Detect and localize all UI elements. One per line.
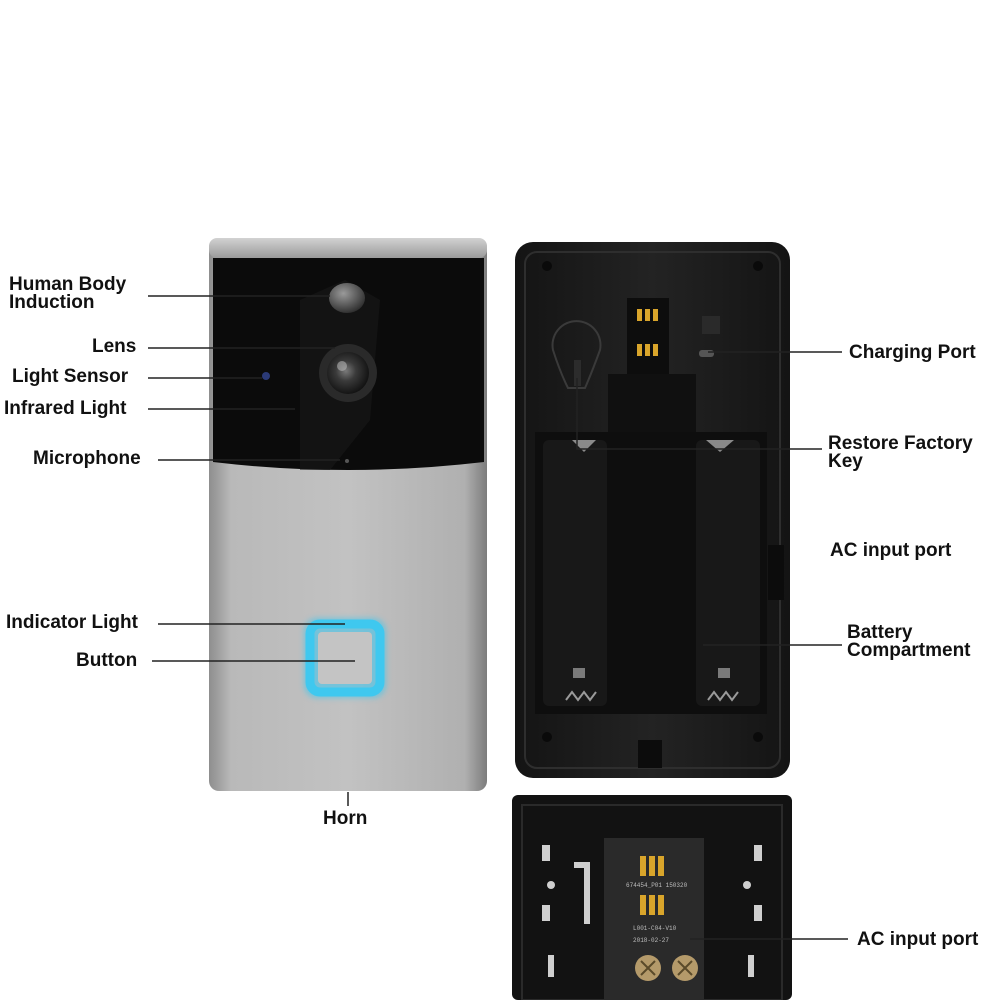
label-ac-input-port: AC input port — [830, 540, 952, 561]
battery-cover-tab — [608, 374, 696, 432]
doorbell-top-edge — [209, 238, 487, 258]
leader-restore-factory-key — [576, 378, 822, 450]
label-battery-compartment-line1: Battery — [847, 622, 913, 643]
label-infrared-light: Infrared Light — [4, 398, 127, 419]
label-human-body-induction-line2: Induction — [9, 292, 95, 313]
bracket-contact-icon — [640, 856, 664, 915]
doorbell-front — [209, 238, 487, 791]
pcb-text-line1: 674454_P01 150320 — [626, 882, 688, 889]
screw-slot — [640, 960, 656, 976]
back-corner-hole — [753, 261, 763, 271]
mounting-bracket: 674454_P01 150320 L001-C04-V10 2018-02-2… — [512, 795, 792, 1000]
back-corner-hole — [753, 732, 763, 742]
screw-slot — [677, 960, 693, 976]
battery-polarity-mark — [573, 668, 585, 678]
back-corner-hole — [542, 732, 552, 742]
battery-slot — [696, 440, 760, 706]
battery-spring — [707, 690, 739, 702]
back-grid-block — [702, 316, 720, 334]
label-lens: Lens — [92, 336, 137, 357]
bracket-latch — [574, 862, 590, 924]
label-indicator-light: Indicator Light — [6, 612, 138, 633]
label-charging-port: Charging Port — [849, 342, 976, 363]
battery-terminal — [572, 440, 596, 452]
button-icon[interactable] — [318, 632, 372, 684]
label-human-body-induction: Human Body Induction — [9, 274, 127, 313]
bracket-screw-hole — [547, 881, 555, 889]
pcb-text-line2: L001-C04-V10 — [633, 925, 677, 932]
battery-spring — [565, 690, 597, 702]
ac-input-port-icon — [768, 545, 784, 600]
charging-port-icon — [699, 350, 714, 357]
human-body-induction-sensor-icon — [329, 283, 365, 313]
bracket-screw-hole — [743, 881, 751, 889]
label-restore-factory-key-line1: Restore Factory — [828, 433, 973, 454]
bracket-rim — [521, 804, 783, 1000]
back-corner-hole — [542, 261, 552, 271]
lens-icon — [327, 352, 369, 394]
microphone-hole-icon — [345, 459, 349, 463]
leader-lines — [148, 295, 848, 940]
label-battery-compartment-line2: Compartment — [847, 640, 971, 661]
doorbell-back — [515, 242, 790, 778]
battery-polarity-mark — [718, 668, 730, 678]
battery-terminal — [706, 440, 734, 452]
battery-slot — [543, 440, 607, 706]
keyhole-recess — [551, 320, 602, 389]
label-light-sensor: Light Sensor — [12, 366, 129, 387]
pcb-text-line3: 2018-02-27 — [633, 937, 669, 944]
label-restore-factory-key: Restore Factory Key — [828, 433, 973, 472]
charging-contact-icon — [637, 309, 658, 356]
label-horn: Horn — [323, 808, 368, 829]
label-microphone: Microphone — [33, 448, 141, 469]
label-ac-input-port-bracket: AC input port — [857, 929, 979, 950]
label-button: Button — [76, 650, 138, 671]
label-restore-factory-key-line2: Key — [828, 451, 863, 472]
lens-highlight — [337, 361, 347, 371]
light-sensor-icon — [262, 372, 270, 380]
label-human-body-induction-line1: Human Body — [9, 274, 127, 295]
label-battery-compartment: Battery Compartment — [847, 622, 971, 661]
restore-key-icon — [574, 360, 581, 386]
bottom-notch — [638, 740, 662, 768]
